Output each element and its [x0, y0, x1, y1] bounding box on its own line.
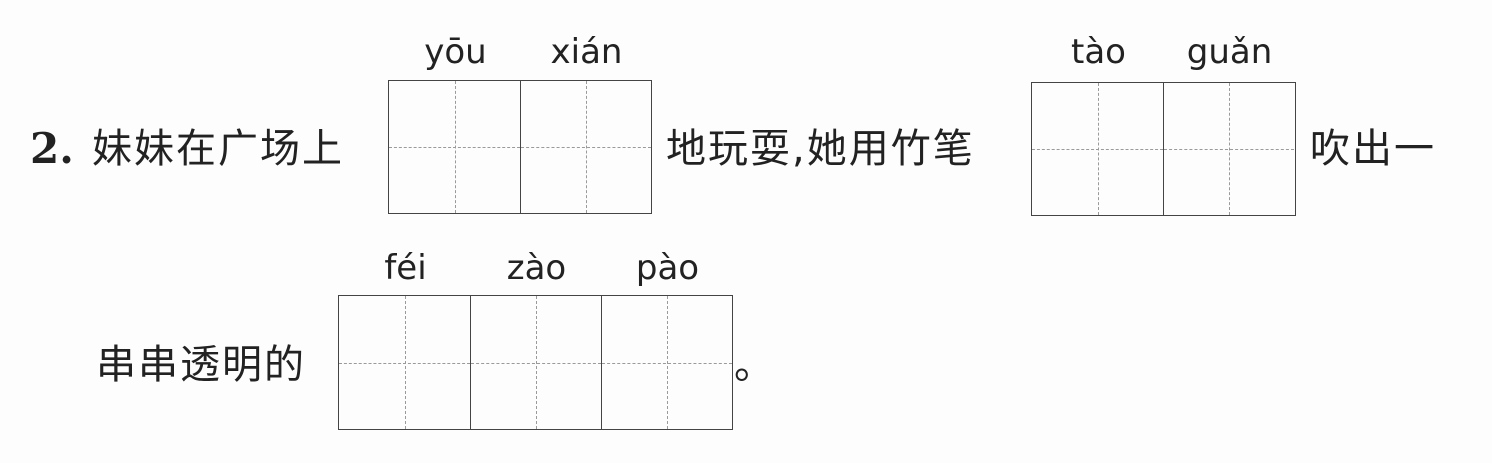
pinyin-blank3-char2: zào [506, 248, 567, 288]
text-after-blank2: 吹出一 [1310, 126, 1436, 172]
text-middle: 地玩耍,她用竹笔 [666, 126, 975, 172]
pinyin-blank3-char1: féi [384, 248, 427, 288]
pinyin-blank3-char3: pào [635, 248, 700, 288]
question-number: 2. [30, 124, 74, 173]
pinyin-blank2-char1: tào [1071, 32, 1126, 72]
text-before-blank3: 串串透明的 [96, 342, 306, 388]
grid-cell[interactable] [339, 296, 470, 429]
pinyin-blank2-char2: guǎn [1186, 32, 1273, 72]
grid-cell[interactable] [389, 81, 520, 213]
grid-cell[interactable] [1163, 83, 1294, 215]
grid-cell[interactable] [601, 296, 732, 429]
grid-cell[interactable] [470, 296, 601, 429]
pinyin-blank1-char1: yōu [424, 32, 487, 72]
pinyin-blank1-char2: xián [550, 32, 623, 72]
grid-cell[interactable] [1032, 83, 1163, 215]
answer-grid-blank3[interactable] [338, 295, 733, 430]
answer-grid-blank1[interactable] [388, 80, 652, 214]
text-after-blank3: 。 [734, 342, 776, 388]
text-before-blank1: 妹妹在广场上 [92, 126, 344, 172]
answer-grid-blank2[interactable] [1031, 82, 1296, 216]
grid-cell[interactable] [520, 81, 651, 213]
